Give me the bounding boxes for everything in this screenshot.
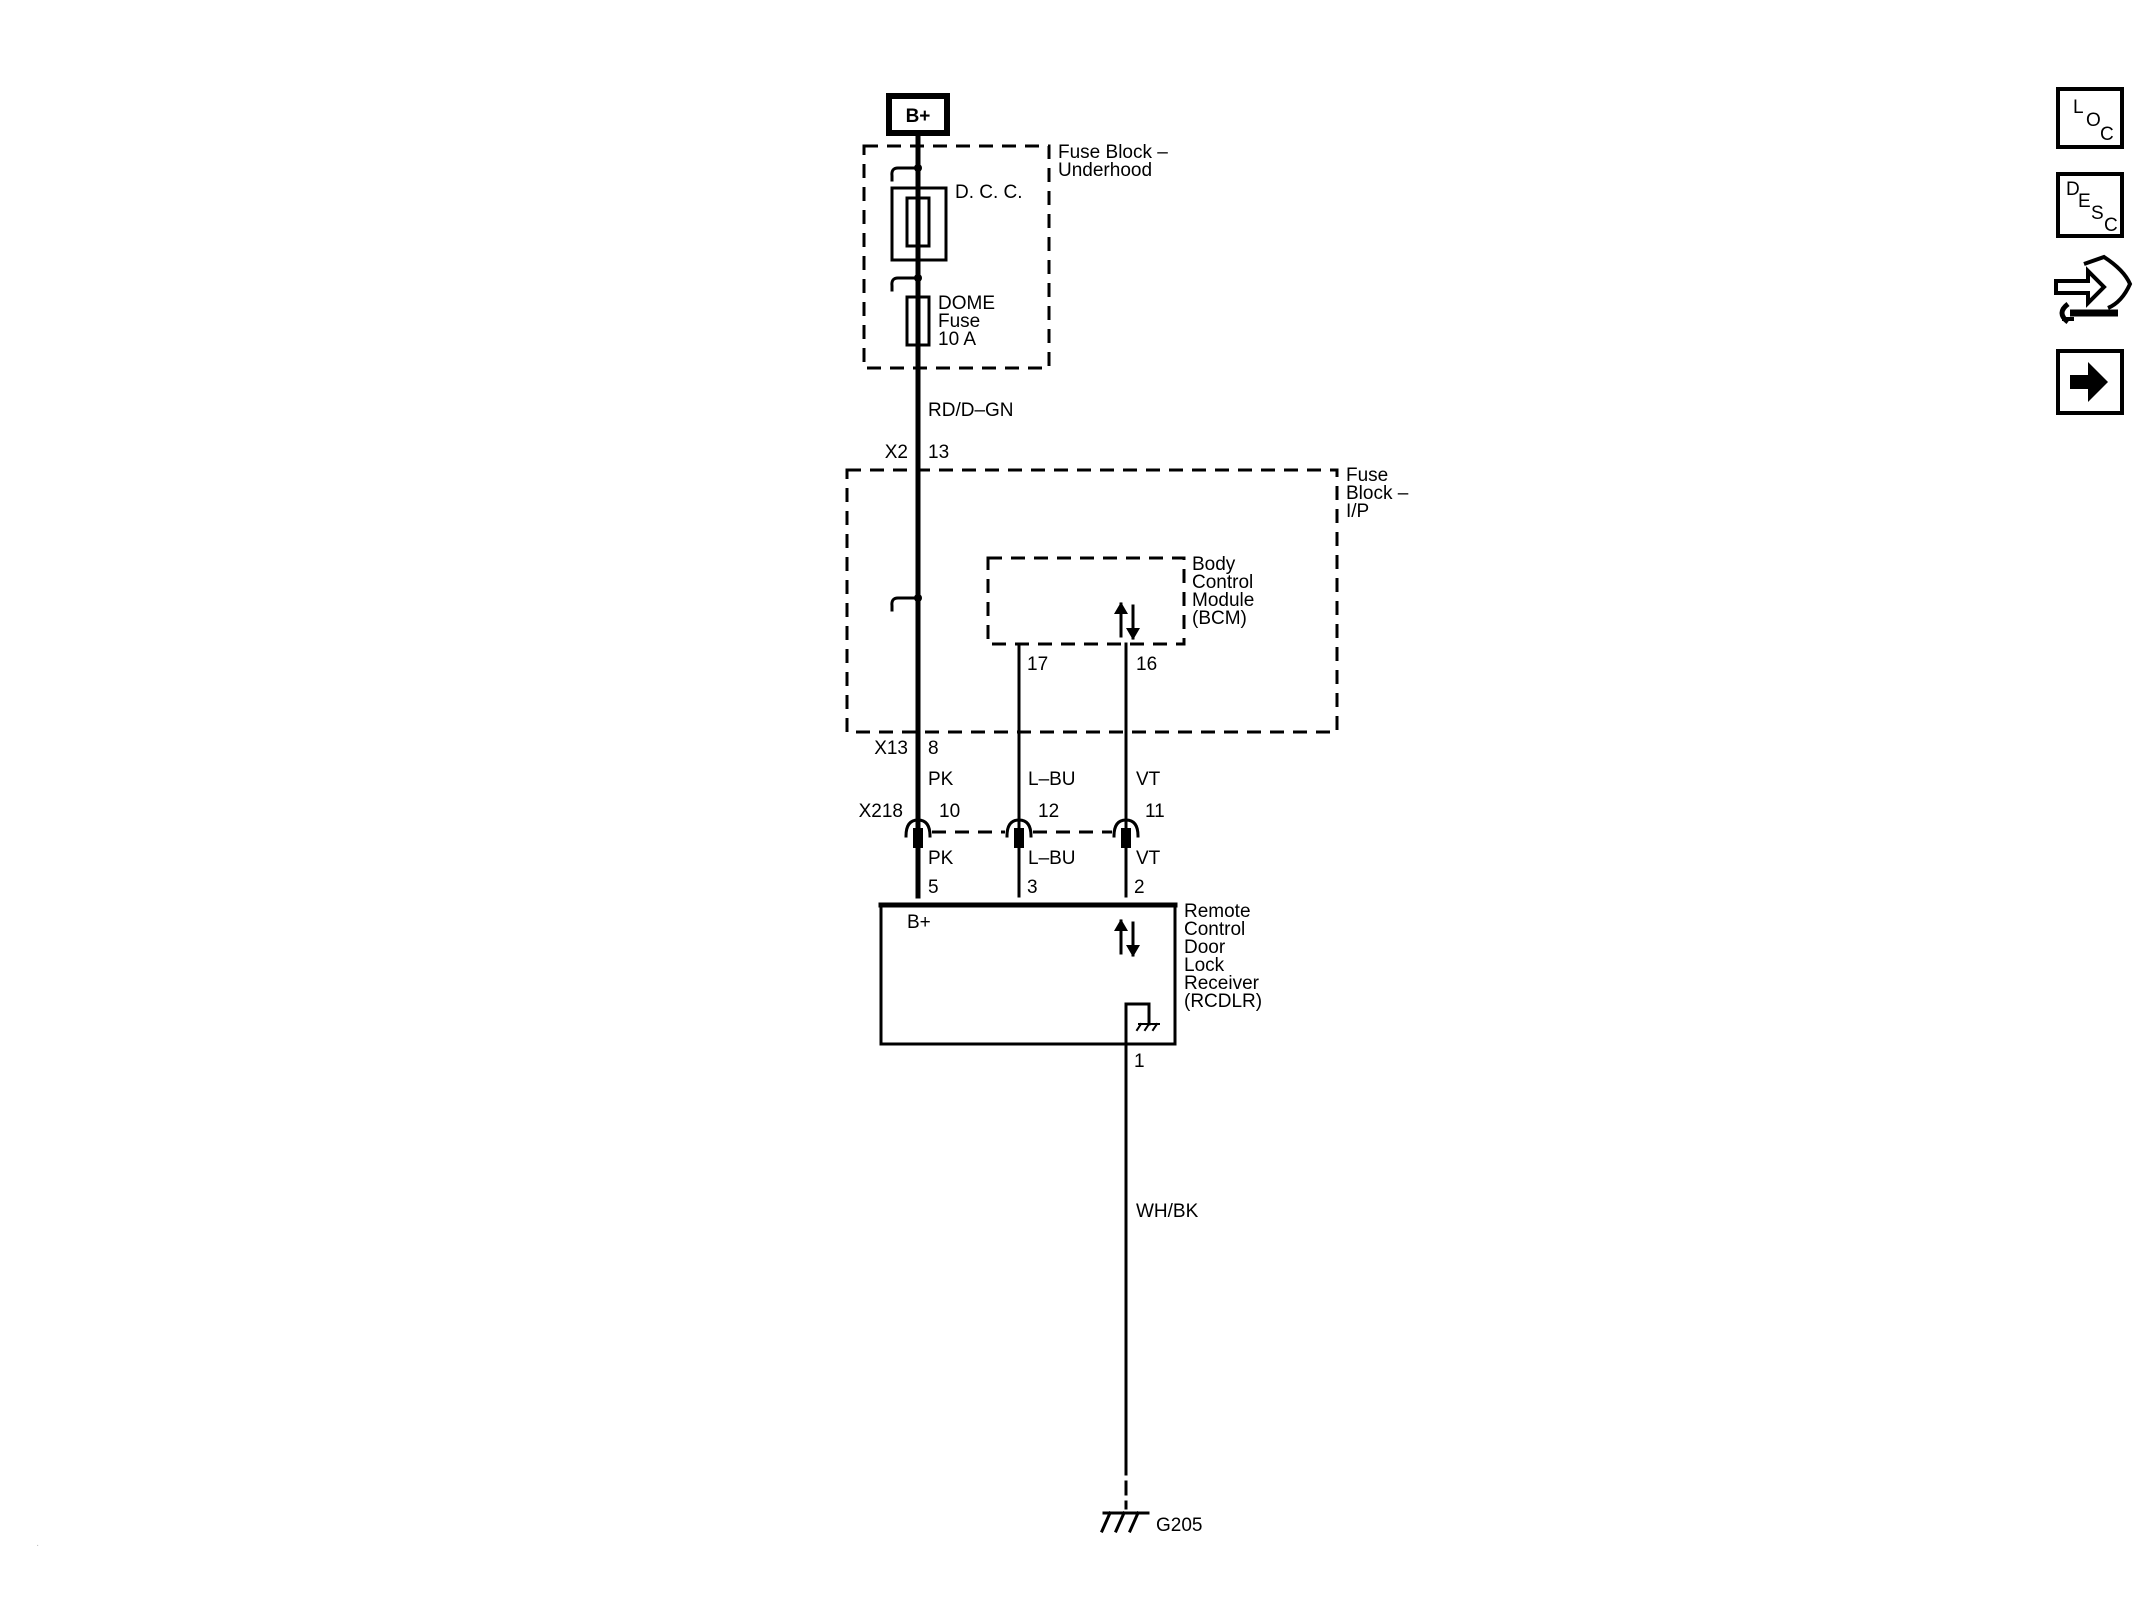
svg-text:10: 10	[939, 801, 960, 822]
dcc-label: D. C. C.	[955, 182, 1023, 203]
svg-text:L: L	[2073, 97, 2084, 118]
svg-text:S: S	[2091, 203, 2104, 224]
svg-text:11: 11	[1145, 801, 1165, 822]
svg-text:Lock: Lock	[1184, 955, 1225, 976]
wire-color-pk-upper: PK	[928, 769, 954, 790]
bcm-label: Body	[1192, 554, 1236, 575]
connector-terminal-icon	[1005, 818, 1033, 838]
supply-label: B+	[906, 106, 931, 127]
svg-text:Underhood: Underhood	[1058, 160, 1152, 181]
internal-connector-icon	[890, 166, 920, 182]
svg-text:O: O	[2086, 110, 2101, 131]
svg-text:(RCDLR): (RCDLR)	[1184, 991, 1262, 1012]
fuse-block-underhood: Fuse Block – Underhood D. C. C. DOME Fus…	[862, 142, 1168, 370]
internal-ground-icon	[1124, 1002, 1160, 1046]
connector-x13-pin: 8	[928, 738, 939, 759]
internal-connector-icon	[890, 276, 920, 292]
svg-text:I/P: I/P	[1346, 501, 1369, 522]
serial-data-arrows-icon	[1114, 602, 1140, 640]
connector-terminal-icon	[1112, 818, 1140, 838]
wire-color-lbu-upper: L–BU	[1028, 769, 1076, 790]
svg-text:C: C	[2100, 124, 2114, 145]
serial-data-arrows-icon	[1114, 919, 1140, 957]
rcdlr-pin-1: 1	[1134, 1051, 1145, 1072]
description-button[interactable]: D E S C	[2056, 172, 2124, 238]
battery-supply: B+	[886, 93, 950, 136]
svg-text:Control: Control	[1192, 572, 1253, 593]
fuse-block-ip: Fuse Block – I/P	[845, 465, 1409, 734]
svg-text:12: 12	[1038, 801, 1059, 822]
fuse-block-underhood-label: Fuse Block –	[1058, 142, 1168, 163]
svg-text:E: E	[2078, 191, 2091, 212]
connector-x2-pin: 13	[928, 442, 949, 463]
ground-g205-label: G205	[1156, 1515, 1202, 1536]
ground-g205: G205	[1100, 1511, 1202, 1536]
rcdlr-pin-2: 2	[1134, 877, 1145, 898]
wire-color-vt-lower: VT	[1136, 848, 1161, 869]
remote-control-door-lock-receiver: B+ Remote Control Door Lock Receiver (RC…	[878, 901, 1262, 1046]
wire-color-pk-lower: PK	[928, 848, 954, 869]
connector-repair-button[interactable]	[2054, 254, 2133, 324]
wire-color-lbu-lower: L–BU	[1028, 848, 1076, 869]
svg-text:Module: Module	[1192, 590, 1254, 611]
connector-x13-label: X13	[874, 738, 908, 759]
bcm-pin-17: 17	[1027, 654, 1048, 675]
wire-color-wh-bk: WH/BK	[1136, 1201, 1199, 1222]
wire-color-vt-upper: VT	[1136, 769, 1161, 790]
svg-text:Receiver: Receiver	[1184, 973, 1260, 994]
svg-text:Door: Door	[1184, 937, 1226, 958]
connector-repair-icon	[2054, 254, 2133, 324]
corner-mark: ·	[36, 1540, 39, 1551]
fuse-block-ip-label: Fuse	[1346, 465, 1388, 486]
rcdlr-pin-5: 5	[928, 877, 939, 898]
svg-text:Control: Control	[1184, 919, 1245, 940]
body-control-module: Body Control Module (BCM) 17 16	[986, 554, 1254, 675]
connector-x218-label: X218	[859, 801, 903, 822]
connector-x218: X218 10 12 11	[859, 801, 1165, 848]
wire-color-rd-dgn: RD/D–GN	[928, 400, 1014, 421]
arrow-right-icon	[2070, 362, 2108, 402]
svg-text:Fuse: Fuse	[938, 311, 980, 332]
internal-connector-icon	[890, 596, 920, 612]
ground-icon	[1100, 1511, 1150, 1533]
bcm-pin-16: 16	[1136, 654, 1157, 675]
next-page-button[interactable]	[2056, 349, 2124, 415]
svg-text:10 A: 10 A	[938, 329, 976, 350]
rcdlr-label: Remote	[1184, 901, 1251, 922]
svg-text:(BCM): (BCM)	[1192, 608, 1247, 629]
connector-x2-label: X2	[885, 442, 908, 463]
rcdlr-bplus-label: B+	[907, 912, 931, 933]
rcdlr-pin-3: 3	[1027, 877, 1038, 898]
svg-text:Block –: Block –	[1346, 483, 1409, 504]
location-button[interactable]: L O C	[2056, 87, 2124, 149]
connector-terminal-icon	[904, 818, 932, 838]
svg-text:D: D	[2066, 179, 2080, 200]
dome-fuse-label: DOME	[938, 293, 995, 314]
svg-text:C: C	[2104, 215, 2118, 236]
